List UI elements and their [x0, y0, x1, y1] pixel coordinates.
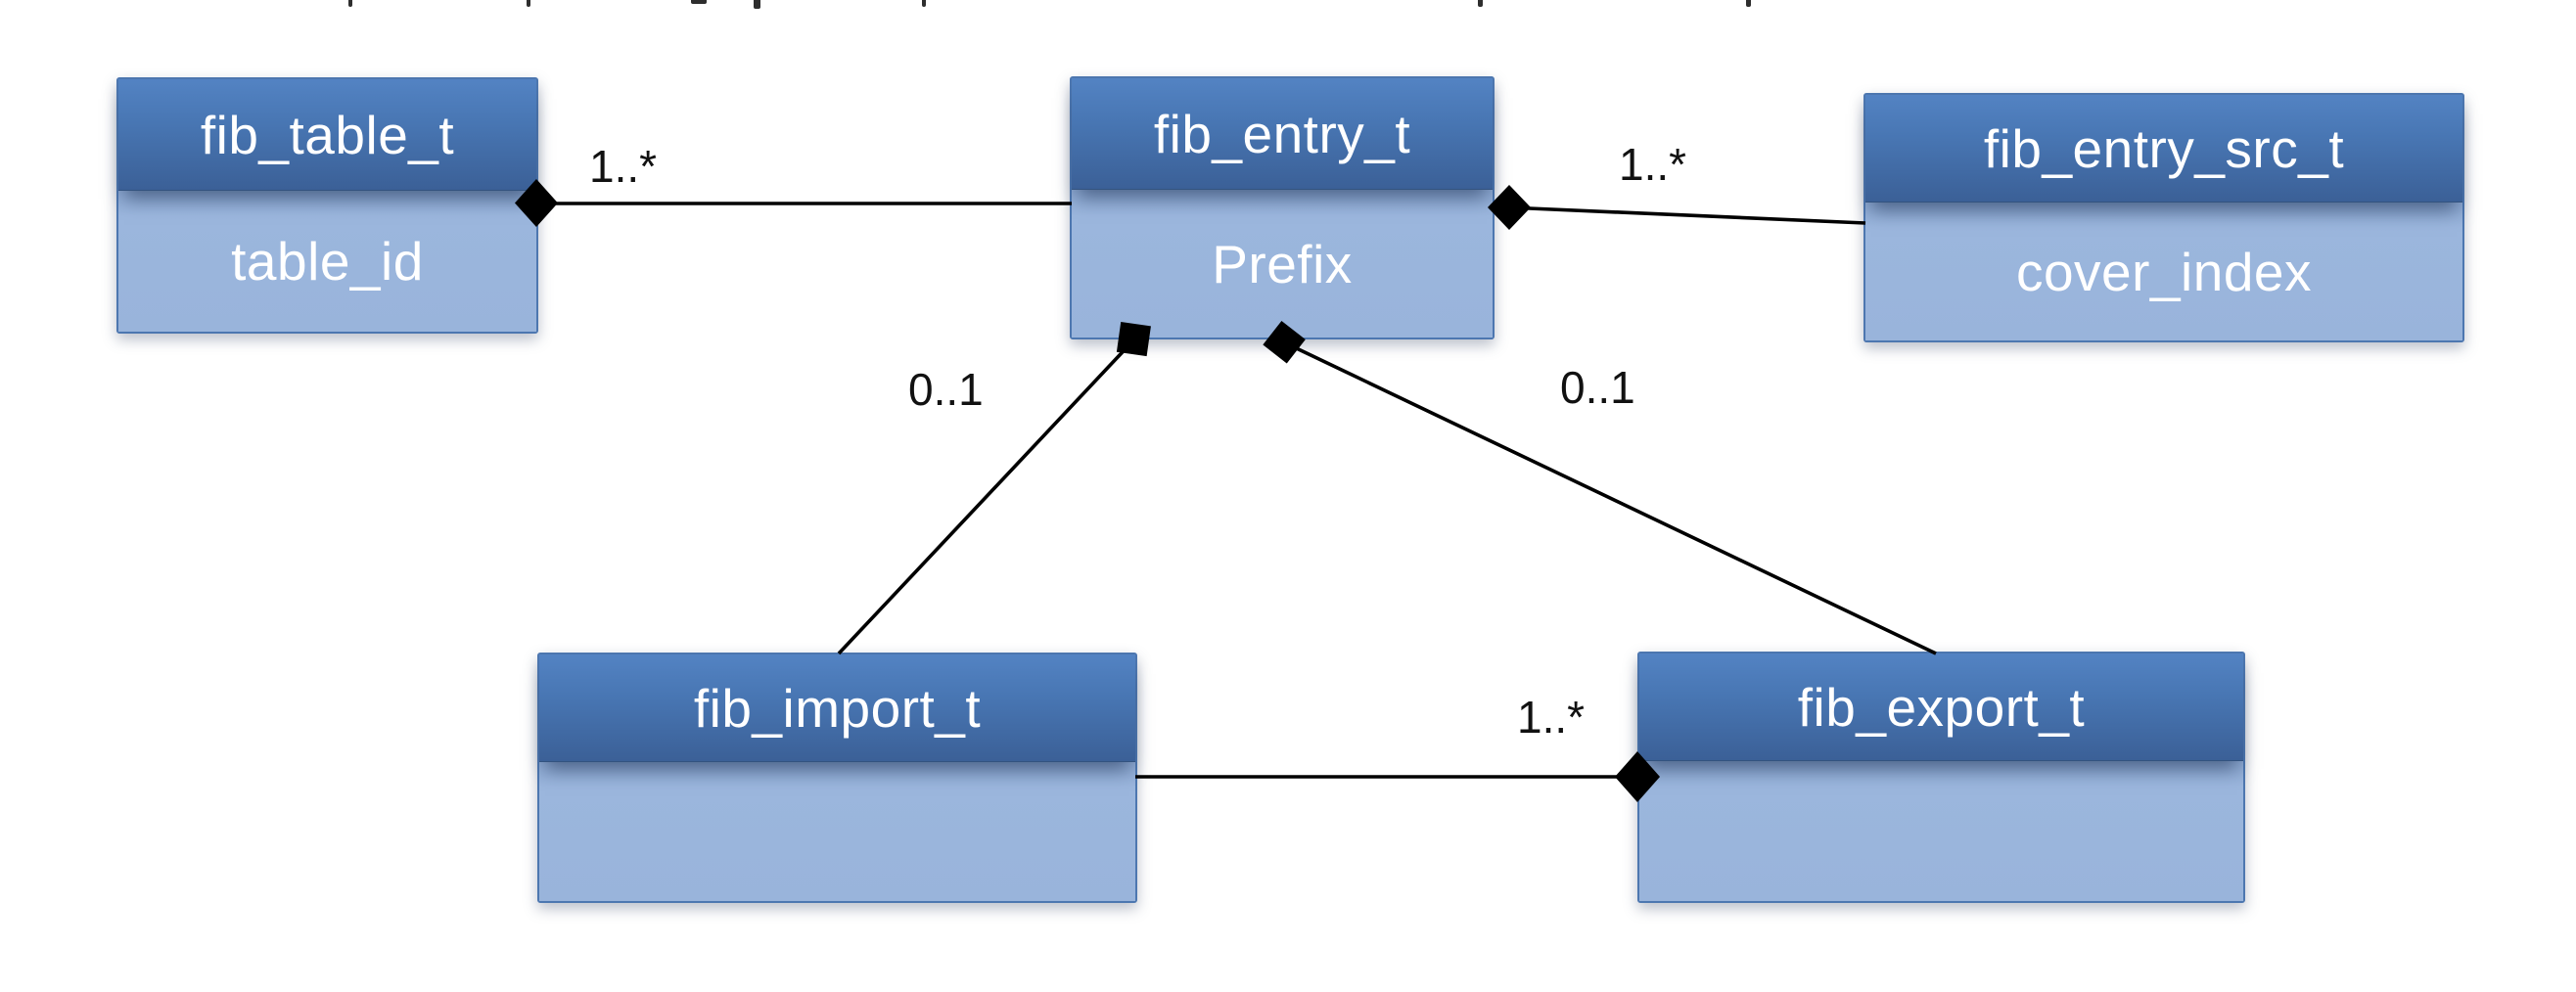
- clipped-text-fragment: [527, 0, 530, 7]
- class-box-fib-entry-src-t: fib_entry_src_t cover_index: [1863, 93, 2464, 342]
- class-box-fib-export-t: fib_export_t: [1637, 652, 2245, 903]
- connector-entry-import: [837, 338, 1135, 655]
- class-body: [1639, 761, 2243, 901]
- class-header: fib_entry_src_t: [1865, 95, 2462, 203]
- class-body: Prefix: [1072, 190, 1493, 338]
- class-title: fib_entry_src_t: [1983, 117, 2345, 179]
- class-box-fib-table-t: fib_table_t table_id: [116, 77, 538, 334]
- class-title: fib_import_t: [693, 677, 982, 739]
- class-body: [539, 762, 1135, 901]
- clipped-text-fragment: [1746, 0, 1751, 7]
- multiplicity-label: 1..*: [589, 141, 658, 192]
- class-attribute: table_id: [231, 231, 424, 292]
- clipped-text-fragment: [1478, 0, 1483, 7]
- class-header: fib_table_t: [118, 79, 536, 191]
- class-attribute: Prefix: [1212, 233, 1353, 294]
- clipped-text-fragment: [691, 0, 707, 4]
- clipped-text-fragment: [922, 0, 926, 7]
- class-header: fib_export_t: [1639, 654, 2243, 761]
- class-box-fib-entry-t: fib_entry_t Prefix: [1070, 76, 1495, 339]
- class-title: fib_export_t: [1797, 676, 2086, 738]
- clipped-text-fragment: [348, 0, 352, 7]
- class-body: cover_index: [1865, 203, 2462, 340]
- clipped-text-fragment: [754, 0, 760, 9]
- class-header: fib_import_t: [539, 654, 1135, 762]
- class-title: fib_table_t: [200, 104, 455, 165]
- multiplicity-label: 1..*: [1517, 692, 1586, 743]
- clipped-text-remnants: [0, 0, 2576, 12]
- class-box-fib-import-t: fib_import_t: [537, 653, 1137, 903]
- class-header: fib_entry_t: [1072, 78, 1493, 190]
- class-body: table_id: [118, 191, 536, 332]
- class-attribute: cover_index: [2015, 241, 2313, 302]
- multiplicity-label: 0..1: [908, 364, 984, 415]
- multiplicity-label: 1..*: [1619, 139, 1687, 190]
- connector-entry-entrysrc: [1506, 205, 1866, 225]
- class-title: fib_entry_t: [1153, 103, 1411, 164]
- multiplicity-label: 0..1: [1560, 362, 1635, 413]
